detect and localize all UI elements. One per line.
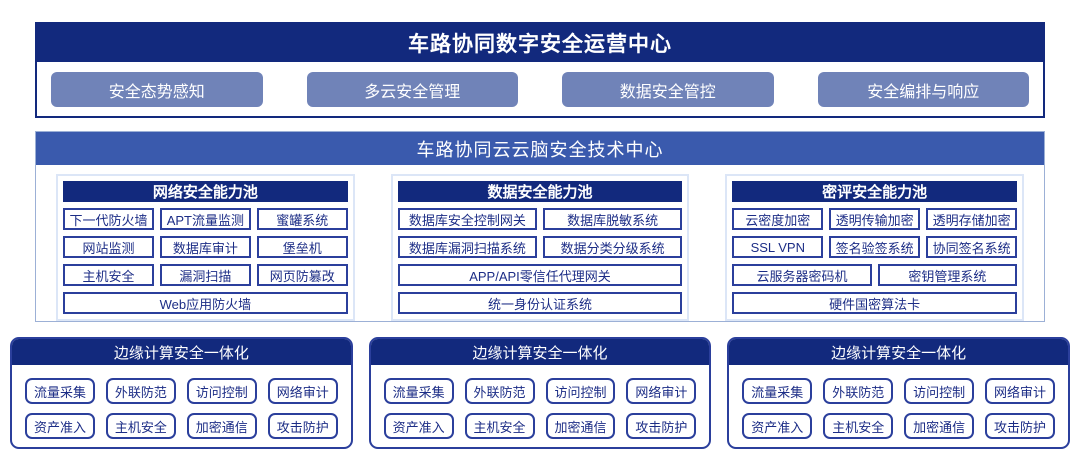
item-vulnerability-scan: 漏洞扫描 — [159, 264, 251, 286]
capability-data-security-control: 数据安全管控 — [562, 72, 774, 107]
tech-center-section: 车路协同云云脑安全技术中心 网络安全能力池 下一代防火墙 APT流量监测 蜜罐系… — [35, 131, 1045, 322]
pool-row: 网站监测 数据库审计 堡垒机 — [63, 236, 348, 258]
pool-crypto-security: 密评安全能力池 云密度加密 透明传输加密 透明存储加密 SSL VPN 签名验签… — [725, 174, 1025, 321]
chip-access-control: 访问控制 — [904, 378, 975, 404]
item-zero-trust-proxy-gateway: APP/API零信任代理网关 — [397, 264, 683, 286]
chip-attack-protection: 攻击防护 — [626, 413, 697, 439]
item-apt-traffic-monitor: APT流量监测 — [159, 208, 251, 230]
pool-row: SSL VPN 签名验签系统 协同签名系统 — [732, 236, 1018, 258]
chip-asset-admission: 资产准入 — [383, 413, 454, 439]
item-db-security-gateway: 数据库安全控制网关 — [397, 208, 538, 230]
capability-multicloud-management: 多云安全管理 — [306, 72, 518, 107]
item-cloud-density-encryption: 云密度加密 — [732, 208, 824, 230]
pool-row: 主机安全 漏洞扫描 网页防篡改 — [63, 264, 348, 286]
chip-attack-protection: 攻击防护 — [267, 413, 338, 439]
pool-data-security: 数据安全能力池 数据库安全控制网关 数据库脱敏系统 数据库漏洞扫描系统 数据分类… — [390, 174, 690, 321]
item-host-security: 主机安全 — [63, 264, 154, 286]
edge-computing-box-2: 边缘计算安全一体化 流量采集 外联防范 访问控制 网络审计 资产准入 主机安全 … — [368, 337, 712, 449]
item-key-management-system: 密钥管理系统 — [877, 264, 1018, 286]
item-cloud-server-cipher-machine: 云服务器密码机 — [732, 264, 872, 286]
chip-network-audit: 网络审计 — [267, 378, 338, 404]
pool-row: Web应用防火墙 — [63, 292, 348, 314]
item-webpage-antitamper: 网页防篡改 — [256, 264, 348, 286]
pool-row: 下一代防火墙 APT流量监测 蜜罐系统 — [63, 208, 348, 230]
chip-encrypted-communication: 加密通信 — [186, 413, 257, 439]
operations-center-capabilities: 安全态势感知 多云安全管理 数据安全管控 安全编排与响应 — [37, 62, 1043, 117]
pool-row: 数据库安全控制网关 数据库脱敏系统 — [397, 208, 683, 230]
item-hardware-national-crypto-card: 硬件国密算法卡 — [732, 292, 1018, 314]
edge-chip-grid: 流量采集 外联防范 访问控制 网络审计 资产准入 主机安全 加密通信 攻击防护 — [371, 365, 710, 447]
pool-row: 数据库漏洞扫描系统 数据分类分级系统 — [397, 236, 683, 258]
pool-network-security: 网络安全能力池 下一代防火墙 APT流量监测 蜜罐系统 网站监测 数据库审计 堡… — [56, 174, 355, 321]
edge-box-title: 边缘计算安全一体化 — [12, 339, 351, 365]
item-ssl-vpn: SSL VPN — [732, 236, 824, 258]
tech-center-title: 车路协同云云脑安全技术中心 — [36, 132, 1044, 165]
chip-outreach-prevention: 外联防范 — [823, 378, 894, 404]
operations-center-section: 车路协同数字安全运营中心 安全态势感知 多云安全管理 数据安全管控 安全编排与响… — [35, 22, 1045, 118]
chip-asset-admission: 资产准入 — [742, 413, 813, 439]
chip-host-security: 主机安全 — [105, 413, 176, 439]
chip-traffic-collection: 流量采集 — [25, 378, 95, 404]
item-signature-verification-system: 签名验签系统 — [829, 236, 921, 258]
pool-row: APP/API零信任代理网关 — [397, 264, 683, 286]
chip-outreach-prevention: 外联防范 — [105, 378, 176, 404]
chip-network-audit: 网络审计 — [985, 378, 1056, 404]
edge-computing-row: 边缘计算安全一体化 流量采集 外联防范 访问控制 网络审计 资产准入 主机安全 … — [10, 337, 1071, 449]
edge-computing-box-3: 边缘计算安全一体化 流量采集 外联防范 访问控制 网络审计 资产准入 主机安全 … — [727, 337, 1071, 449]
item-database-audit: 数据库审计 — [159, 236, 251, 258]
item-bastion-host: 堡垒机 — [256, 236, 348, 258]
pool-row: 统一身份认证系统 — [397, 292, 683, 314]
chip-access-control: 访问控制 — [186, 378, 257, 404]
item-db-masking-system: 数据库脱敏系统 — [543, 208, 683, 230]
chip-traffic-collection: 流量采集 — [383, 378, 454, 404]
chip-host-security: 主机安全 — [823, 413, 894, 439]
chip-network-audit: 网络审计 — [626, 378, 697, 404]
item-data-classification-system: 数据分类分级系统 — [543, 236, 683, 258]
item-honeypot-system: 蜜罐系统 — [256, 208, 348, 230]
chip-asset-admission: 资产准入 — [25, 413, 95, 439]
chip-encrypted-communication: 加密通信 — [545, 413, 616, 439]
capability-security-posture: 安全态势感知 — [51, 72, 263, 107]
chip-attack-protection: 攻击防护 — [985, 413, 1056, 439]
capability-orchestration-response: 安全编排与响应 — [817, 72, 1029, 107]
item-website-monitor: 网站监测 — [63, 236, 154, 258]
item-db-vuln-scan-system: 数据库漏洞扫描系统 — [397, 236, 538, 258]
chip-traffic-collection: 流量采集 — [742, 378, 813, 404]
edge-chip-grid: 流量采集 外联防范 访问控制 网络审计 资产准入 主机安全 加密通信 攻击防护 — [12, 365, 351, 447]
edge-box-title: 边缘计算安全一体化 — [729, 339, 1069, 365]
chip-encrypted-communication: 加密通信 — [904, 413, 975, 439]
chip-host-security: 主机安全 — [464, 413, 535, 439]
edge-box-title: 边缘计算安全一体化 — [370, 339, 710, 365]
pool-row: 云服务器密码机 密钥管理系统 — [732, 264, 1018, 286]
item-unified-identity-auth: 统一身份认证系统 — [397, 292, 683, 314]
chip-outreach-prevention: 外联防范 — [464, 378, 535, 404]
pool-crypto-security-title: 密评安全能力池 — [732, 181, 1018, 202]
item-next-gen-firewall: 下一代防火墙 — [63, 208, 154, 230]
capability-pools: 网络安全能力池 下一代防火墙 APT流量监测 蜜罐系统 网站监测 数据库审计 堡… — [36, 165, 1044, 321]
item-transparent-transfer-encryption: 透明传输加密 — [829, 208, 921, 230]
edge-computing-box-1: 边缘计算安全一体化 流量采集 外联防范 访问控制 网络审计 资产准入 主机安全 … — [10, 337, 353, 449]
item-transparent-storage-encryption: 透明存储加密 — [926, 208, 1018, 230]
pool-row: 硬件国密算法卡 — [732, 292, 1018, 314]
pool-row: 云密度加密 透明传输加密 透明存储加密 — [732, 208, 1018, 230]
chip-access-control: 访问控制 — [545, 378, 616, 404]
item-collaborative-signature-system: 协同签名系统 — [926, 236, 1018, 258]
pool-network-security-title: 网络安全能力池 — [63, 181, 348, 202]
edge-chip-grid: 流量采集 外联防范 访问控制 网络审计 资产准入 主机安全 加密通信 攻击防护 — [729, 365, 1068, 447]
pool-data-security-title: 数据安全能力池 — [397, 181, 683, 202]
operations-center-title: 车路协同数字安全运营中心 — [37, 24, 1043, 62]
item-web-application-firewall: Web应用防火墙 — [63, 292, 348, 314]
